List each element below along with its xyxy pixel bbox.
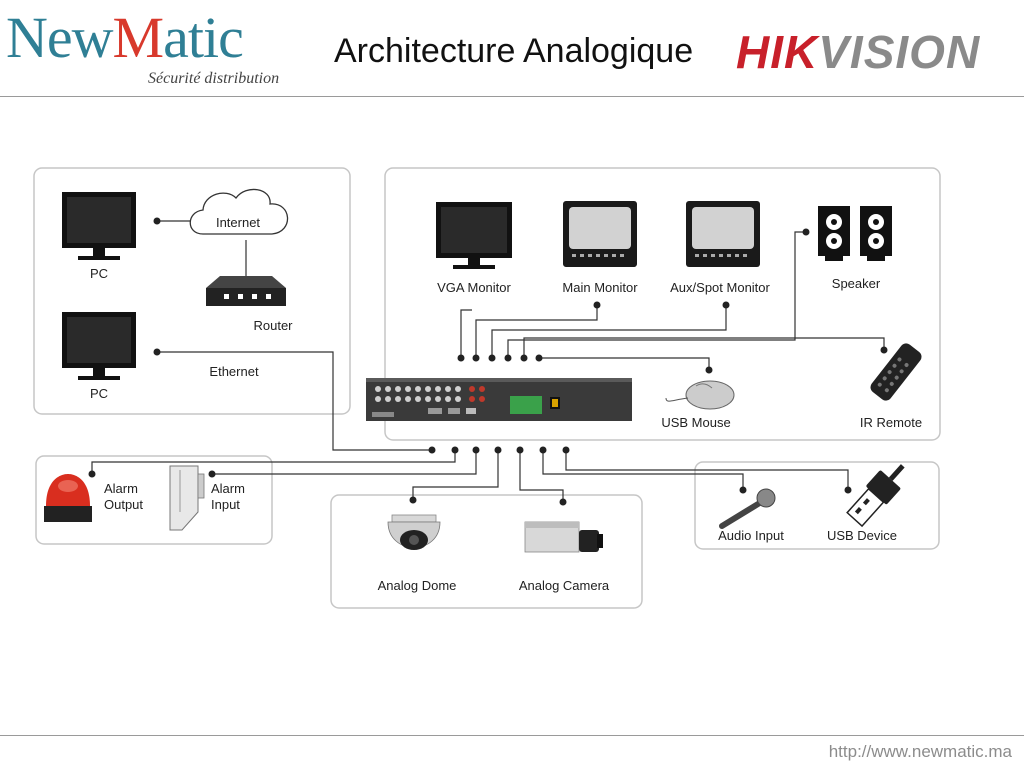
logo-part-atic: atic xyxy=(163,5,244,70)
logo-part-m: M xyxy=(112,5,165,70)
usb-mouse-icon xyxy=(665,380,735,410)
microphone-icon xyxy=(719,488,776,529)
alarm-output-label-line2: Output xyxy=(104,497,143,512)
brand-part-hik: HIK xyxy=(736,26,819,78)
internet-label: Internet xyxy=(216,215,260,230)
main-monitor-icon xyxy=(563,201,637,267)
page-title: Architecture Analogique xyxy=(334,32,694,70)
footer-divider xyxy=(0,735,1024,736)
header-divider xyxy=(0,96,1024,97)
brand-part-vision: VISION xyxy=(818,26,981,78)
aux-monitor-label: Aux/Spot Monitor xyxy=(670,280,770,295)
audio-usb-group-box xyxy=(694,461,940,550)
alarm-input-label-line2: Input xyxy=(211,497,240,512)
analog-dome-label: Analog Dome xyxy=(378,578,457,593)
analog-camera-label: Analog Camera xyxy=(519,578,610,593)
logo-tagline: Sécurité distribution xyxy=(148,70,280,87)
speaker-icon xyxy=(818,206,892,261)
router-icon xyxy=(206,276,286,306)
usb-device-icon xyxy=(846,464,905,528)
vga-monitor-icon xyxy=(436,202,512,269)
alarm-sensor-icon xyxy=(169,465,205,531)
pc-top-label: PC xyxy=(90,266,108,281)
router-label: Router xyxy=(253,318,293,333)
ir-remote-label: IR Remote xyxy=(860,415,922,430)
analog-dome-camera-icon xyxy=(387,514,441,550)
speaker-label: Speaker xyxy=(832,276,881,291)
analog-box-camera-icon xyxy=(524,521,603,553)
ethernet-label: Ethernet xyxy=(209,364,259,379)
dvr-recorder-icon xyxy=(366,378,632,421)
network-group-box xyxy=(33,167,351,415)
main-monitor-label: Main Monitor xyxy=(562,280,638,295)
logo-part-new: New xyxy=(6,5,114,70)
usb-device-label: USB Device xyxy=(827,528,897,543)
output-group-box xyxy=(384,167,941,441)
pc-icon xyxy=(62,312,136,380)
hikvision-logo: HIKVISION xyxy=(736,26,980,78)
audio-input-label: Audio Input xyxy=(718,528,784,543)
camera-group-box xyxy=(330,494,643,609)
pc-bottom-label: PC xyxy=(90,386,108,401)
usb-mouse-label: USB Mouse xyxy=(661,415,730,430)
newmatic-logo: NewMatic xyxy=(6,5,244,70)
alarm-input-label-line1: Alarm xyxy=(211,481,245,496)
alarm-output-label-line1: Alarm xyxy=(104,481,138,496)
vga-monitor-label: VGA Monitor xyxy=(437,280,511,295)
connection-lines xyxy=(91,220,885,502)
pc-icon xyxy=(62,192,136,260)
ir-remote-icon xyxy=(870,343,922,401)
internet-cloud-icon xyxy=(189,188,289,235)
header: NewMatic Sécurité distribution Architect… xyxy=(0,0,1024,96)
footer-url[interactable]: http://www.newmatic.ma xyxy=(828,742,1012,761)
alarm-group-box xyxy=(35,455,273,545)
alarm-light-icon xyxy=(44,474,92,522)
aux-monitor-icon xyxy=(686,201,760,267)
